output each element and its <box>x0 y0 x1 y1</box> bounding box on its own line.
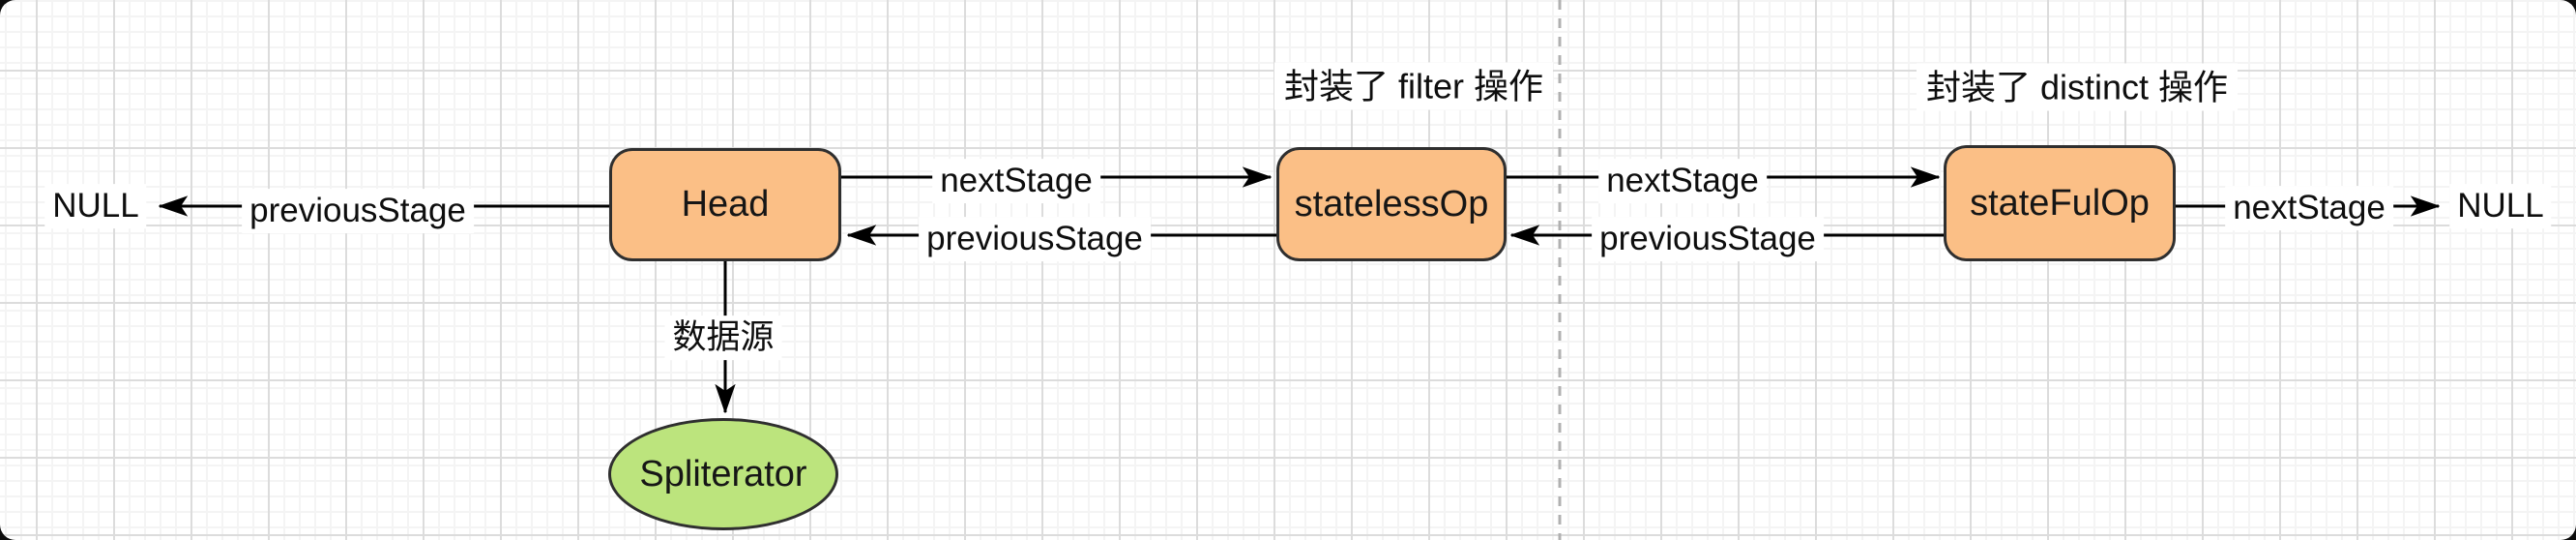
node-statelessop-label: statelessOp <box>1294 183 1489 225</box>
edge-label-previousstage-head: previousStage <box>242 189 474 233</box>
annotation-filter-op: 封装了 filter 操作 <box>1273 62 1554 110</box>
terminal-null-right: NULL <box>2449 184 2552 228</box>
annotation-distinct-op: 封装了 distinct 操作 <box>1916 63 2239 111</box>
node-head[interactable]: Head <box>609 148 841 261</box>
edge-label-previousstage-stateful: previousStage <box>1592 217 1824 261</box>
edge-label-nextstage-head: nextStage <box>932 159 1100 203</box>
node-statelessop[interactable]: statelessOp <box>1276 147 1507 261</box>
node-statefulop-label: stateFulOp <box>1970 182 2150 224</box>
node-statefulop[interactable]: stateFulOp <box>1944 145 2176 261</box>
edge-label-datasource: 数据源 <box>664 315 782 360</box>
node-spliterator[interactable]: Spliterator <box>608 418 838 530</box>
edge-label-nextstage-stateful: nextStage <box>2225 186 2393 230</box>
edge-label-previousstage-stateless: previousStage <box>919 217 1151 261</box>
node-head-label: Head <box>681 184 770 225</box>
node-spliterator-label: Spliterator <box>639 453 807 495</box>
edge-label-nextstage-stateless: nextStage <box>1598 159 1767 203</box>
terminal-null-left: NULL <box>44 184 147 228</box>
